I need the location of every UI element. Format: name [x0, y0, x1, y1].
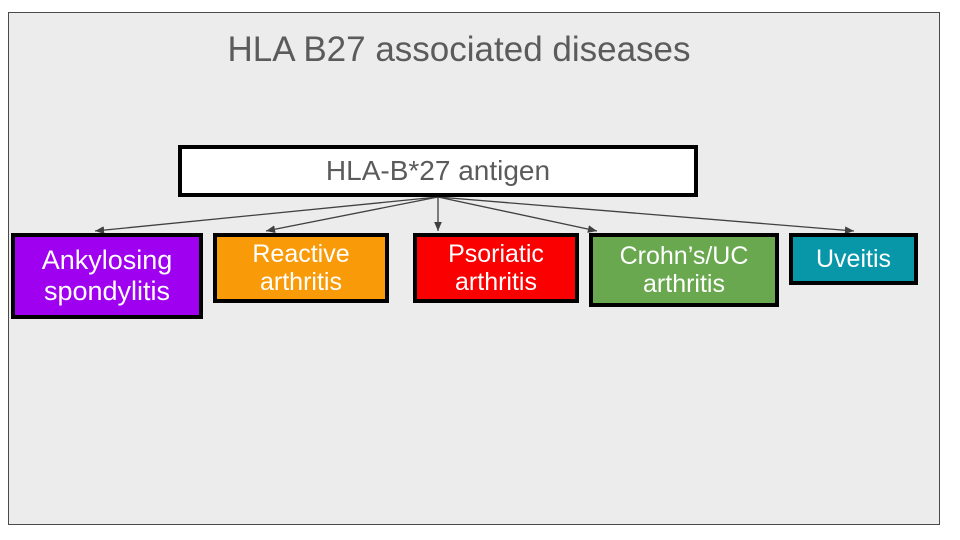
node-psoriatic-arthritis-label: Psoriatic arthritis	[444, 240, 548, 296]
slide-canvas: HLA B27 associated diseases HLA-B*27 ant…	[8, 12, 940, 525]
connector-to-uveitis	[437, 196, 855, 235]
connector-to-reactive	[265, 196, 439, 234]
node-crohns-uc-arthritis-label: Crohn’s/UC arthritis	[616, 242, 753, 298]
node-label-line2: arthritis	[455, 268, 537, 296]
node-reactive-arthritis-label: Reactive arthritis	[248, 240, 353, 296]
node-hla-b27-antigen[interactable]: HLA-B*27 antigen	[178, 145, 698, 197]
node-label-line1: Reactive	[252, 240, 350, 268]
node-hla-b27-antigen-label: HLA-B*27 antigen	[325, 155, 551, 186]
node-label-line1: Ankylosing	[41, 245, 173, 275]
node-uveitis-label: Uveitis	[812, 245, 895, 273]
node-ankylosing-spondylitis-label: Ankylosing spondylitis	[38, 245, 177, 307]
node-uveitis[interactable]: Uveitis	[789, 233, 918, 285]
node-label-line2: spondylitis	[43, 276, 171, 306]
node-label-line2: arthritis	[260, 268, 342, 296]
node-label-line1: Crohn’s/UC	[619, 242, 749, 270]
node-psoriatic-arthritis[interactable]: Psoriatic arthritis	[413, 233, 579, 303]
node-label-line1: Uveitis	[815, 245, 891, 273]
node-label-line1: Psoriatic	[448, 240, 544, 268]
node-reactive-arthritis[interactable]: Reactive arthritis	[213, 233, 389, 303]
node-ankylosing-spondylitis[interactable]: Ankylosing spondylitis	[11, 233, 203, 319]
node-label-line2: arthritis	[643, 270, 725, 298]
node-crohns-uc-arthritis[interactable]: Crohn’s/UC arthritis	[589, 233, 779, 307]
page-title: HLA B27 associated diseases	[227, 30, 691, 69]
connector-to-crohns	[437, 196, 598, 233]
connector-to-ankylosing	[94, 196, 439, 234]
